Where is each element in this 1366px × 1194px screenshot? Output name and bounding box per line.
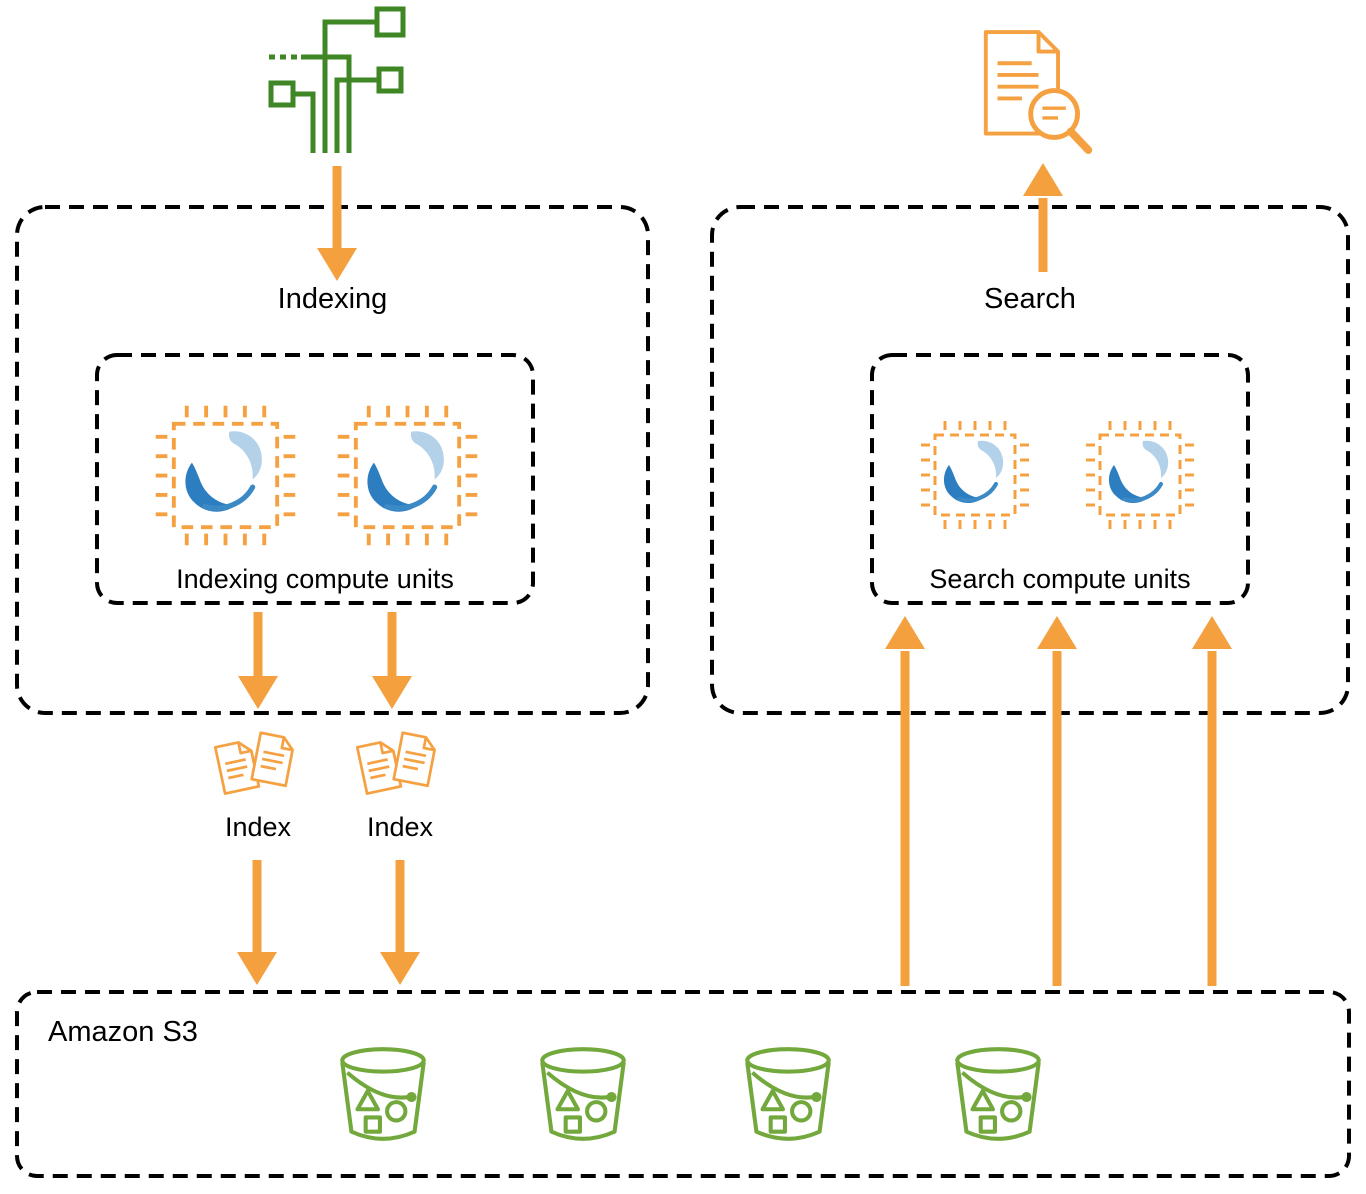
opensearch-compute-unit-icon [915, 415, 1035, 535]
s3-bucket-icon [527, 1038, 639, 1150]
s3-bucket-icon [732, 1038, 844, 1150]
arrow-s3-to-search-2 [1037, 616, 1077, 986]
s3-bucket-icon [942, 1038, 1054, 1150]
search-title: Search [984, 283, 1076, 315]
indexing-compute-units-label: Indexing compute units [176, 564, 454, 594]
data-ingestion-pipeline-icon [265, 5, 410, 155]
opensearch-compute-unit-icon [148, 398, 303, 553]
amazon-s3-title: Amazon S3 [48, 1016, 198, 1048]
index-label-1: Index [224, 812, 292, 842]
indexing-title: Indexing [277, 283, 388, 315]
opensearch-compute-unit-icon [330, 398, 485, 553]
s3-bucket-icon [327, 1038, 439, 1150]
search-compute-box [870, 353, 1250, 605]
arrow-compute-to-index-1 [238, 612, 278, 709]
indexing-compute-box [95, 353, 535, 605]
document-search-icon [978, 28, 1100, 160]
search-box [710, 205, 1350, 715]
search-compute-units-label: Search compute units [929, 564, 1191, 594]
opensearch-compute-unit-icon [1080, 415, 1200, 535]
arrow-s3-to-search-3 [1192, 616, 1232, 986]
amazon-s3-box [15, 990, 1351, 1178]
indexing-box [15, 205, 650, 715]
index-documents-icon [208, 728, 308, 803]
arrow-s3-to-search-1 [885, 616, 925, 986]
index-label-2: Index [366, 812, 434, 842]
arrow-search-to-results [1023, 163, 1063, 272]
arrow-index-2-to-s3 [380, 860, 420, 985]
arrow-compute-to-index-2 [372, 612, 412, 709]
arrow-index-1-to-s3 [237, 860, 277, 985]
arrow-ingest-to-indexing [317, 166, 357, 281]
index-documents-icon [350, 728, 450, 803]
